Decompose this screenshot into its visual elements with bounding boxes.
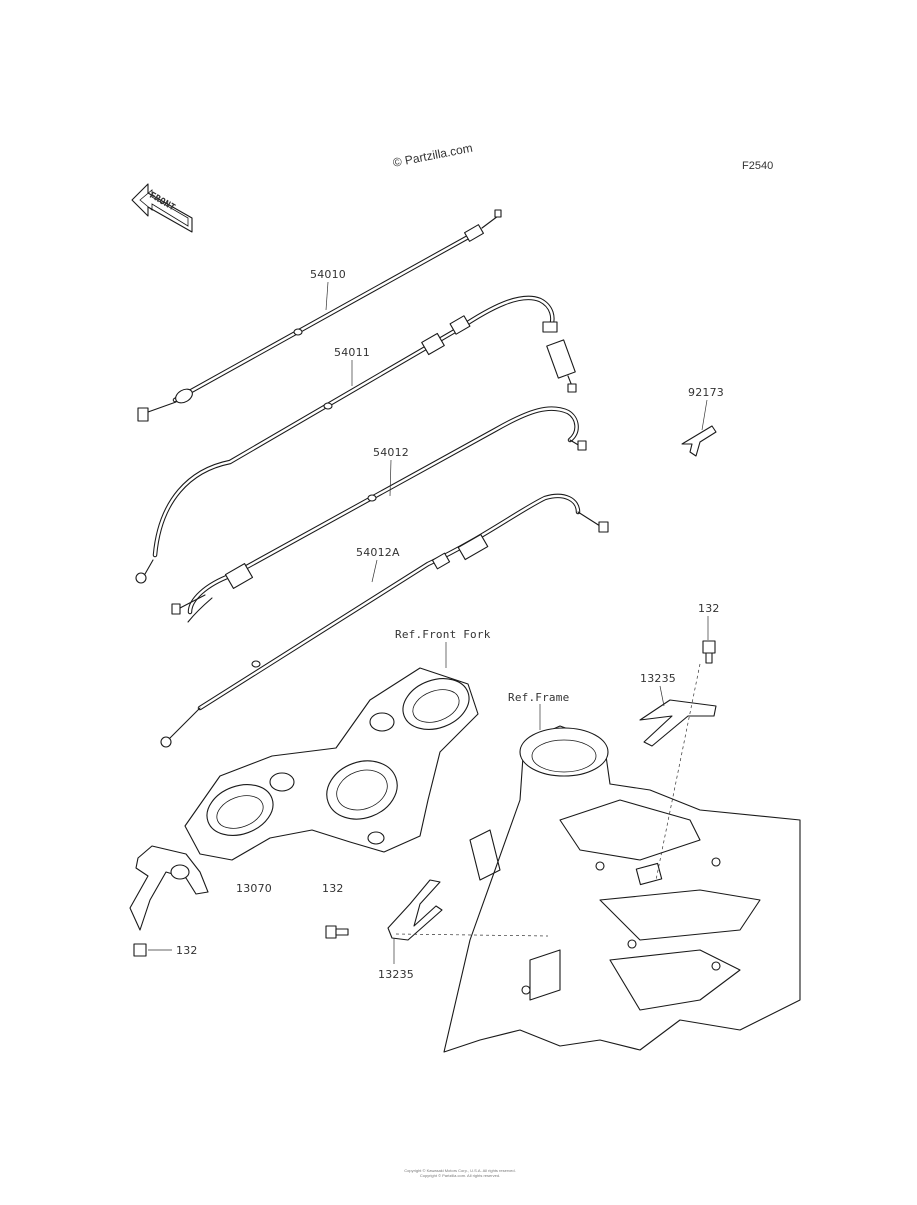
- ref-front-fork[interactable]: Ref.Front Fork: [395, 628, 491, 641]
- clip-13235-bottom[interactable]: [387, 879, 443, 941]
- callout-54012[interactable]: 54012: [373, 446, 409, 459]
- ref-frame[interactable]: Ref.Frame: [508, 691, 570, 704]
- cable-54011[interactable]: [135, 295, 577, 584]
- bolt-132-right[interactable]: [702, 640, 716, 664]
- callout-54012a[interactable]: 54012A: [356, 546, 400, 559]
- cable-54012[interactable]: [171, 406, 587, 623]
- upper-fork-bracket[interactable]: [184, 667, 479, 861]
- front-arrow-icon: [131, 183, 193, 233]
- callout-13235-bottom[interactable]: 13235: [378, 968, 414, 981]
- bracket-13070[interactable]: [129, 845, 209, 931]
- cable-54010[interactable]: [137, 209, 502, 422]
- footer: Copyright © Kawasaki Motors Corp., U.S.A…: [330, 1168, 590, 1178]
- callout-54011[interactable]: 54011: [334, 346, 370, 359]
- bolt-132-left[interactable]: [133, 943, 147, 957]
- callout-54010[interactable]: 54010: [310, 268, 346, 281]
- callout-13070[interactable]: 13070: [236, 882, 272, 895]
- clip-92173[interactable]: [681, 425, 717, 457]
- footer-line-1: Copyright © Kawasaki Motors Corp., U.S.A…: [404, 1168, 516, 1173]
- callout-132-left[interactable]: 132: [176, 944, 198, 957]
- callout-13235-right[interactable]: 13235: [640, 672, 676, 685]
- clip-13235-right[interactable]: [639, 699, 717, 747]
- bolt-132-mid[interactable]: [325, 925, 349, 939]
- callout-92173[interactable]: 92173: [688, 386, 724, 399]
- footer-line-2: Copyright © Partzilla.com. All rights re…: [419, 1173, 501, 1178]
- leader-lines: [148, 281, 709, 964]
- cable-54012a[interactable]: [160, 493, 609, 748]
- callout-132-right[interactable]: 132: [698, 602, 720, 615]
- frame[interactable]: [443, 725, 801, 1053]
- callout-132-mid[interactable]: 132: [322, 882, 344, 895]
- figure-code: F2540: [742, 160, 774, 172]
